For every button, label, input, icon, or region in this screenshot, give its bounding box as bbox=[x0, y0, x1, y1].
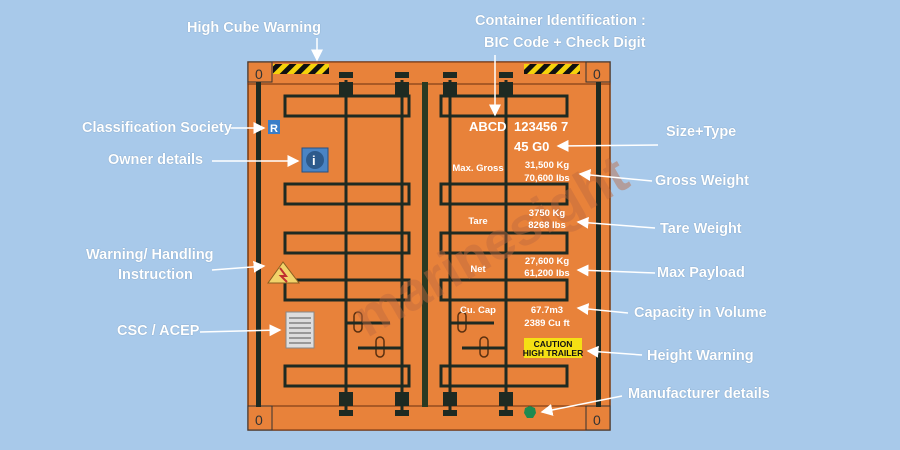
label-warning: Warning/ Handling bbox=[86, 247, 214, 263]
tare-lbs: 8268 lbs bbox=[528, 220, 566, 231]
label-high-cube-warning: High Cube Warning bbox=[187, 20, 321, 36]
caution-text: CAUTION bbox=[534, 339, 573, 349]
svg-text:i: i bbox=[312, 153, 316, 168]
size-type-code: 45 G0 bbox=[514, 139, 549, 154]
label-height-warning: Height Warning bbox=[647, 348, 754, 364]
svg-text:0: 0 bbox=[593, 66, 601, 82]
label-csc-acep: CSC / ACEP bbox=[117, 323, 200, 339]
high-cube-stripe bbox=[273, 64, 329, 74]
label-container-id: Container Identification : bbox=[475, 13, 646, 29]
net-kg: 27,600 Kg bbox=[525, 256, 570, 267]
arrows bbox=[199, 38, 659, 416]
label-tare-weight: Tare Weight bbox=[660, 221, 742, 237]
svg-text:0: 0 bbox=[255, 66, 263, 82]
caution-plate bbox=[524, 338, 582, 358]
high-cube-stripe bbox=[524, 64, 580, 74]
svg-text:0: 0 bbox=[255, 412, 263, 428]
label-gross-weight: Gross Weight bbox=[655, 173, 749, 189]
net-label: Net bbox=[470, 264, 486, 275]
label-max-payload: Max Payload bbox=[657, 265, 745, 281]
label-instruction: Instruction bbox=[118, 267, 193, 283]
cu-cap-m3: 67.7m3 bbox=[531, 305, 563, 316]
serial-number: 123456 7 bbox=[514, 119, 568, 134]
net-lbs: 61,200 lbs bbox=[524, 268, 569, 279]
max-gross-lbs: 70,600 lbs bbox=[524, 173, 569, 184]
cu-cap-label: Cu. Cap bbox=[460, 305, 496, 316]
label-owner-details: Owner details bbox=[108, 152, 204, 168]
svg-text:0: 0 bbox=[593, 412, 601, 428]
bic-code: ABCD bbox=[469, 119, 507, 134]
cu-cap-ft: 2389 Cu ft bbox=[524, 318, 570, 329]
tare-label: Tare bbox=[468, 216, 487, 227]
max-gross-label: Max. Gross bbox=[452, 163, 503, 174]
label-bic-check-digit: BIC Code + Check Digit bbox=[484, 35, 646, 51]
label-size-type: Size+Type bbox=[666, 124, 737, 140]
caution-text: HIGH TRAILER bbox=[523, 348, 583, 358]
tare-kg: 3750 Kg bbox=[529, 208, 566, 219]
label-manufacturer: Manufacturer details bbox=[628, 386, 770, 402]
classification-logo bbox=[268, 120, 280, 134]
svg-text:R: R bbox=[270, 123, 278, 135]
label-capacity: Capacity in Volume bbox=[634, 305, 767, 321]
max-gross-kg: 31,500 Kg bbox=[525, 160, 570, 171]
label-classification-society: Classification Society bbox=[82, 120, 232, 136]
manufacturer-badge bbox=[524, 406, 536, 418]
